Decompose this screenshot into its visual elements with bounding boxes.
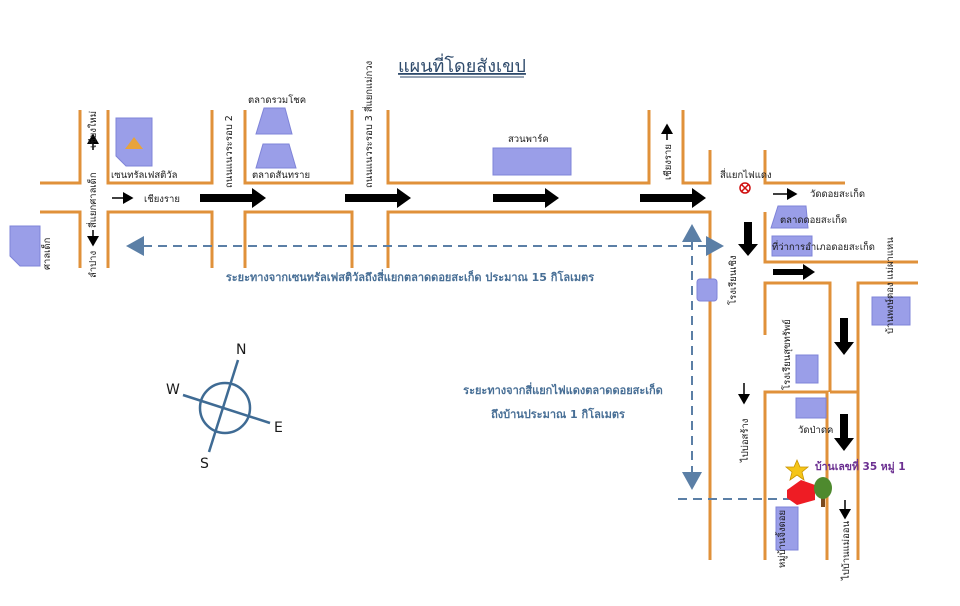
label-traffic-light-junction: สี่แยกไฟแดง — [720, 168, 772, 181]
thin-arrows — [87, 123, 851, 520]
label-wat-doi-saket: วัดดอยสะเก็ด — [810, 187, 865, 200]
arrow-right-icon — [640, 188, 706, 208]
label-ring-road-3: ถนนแนวระรอบ 3 สี่แยกแม่กวง — [362, 61, 375, 188]
compass-north: N — [236, 342, 246, 358]
label-talat-san-sai: ตลาดสันทราย — [252, 170, 310, 181]
label-lampang: ลำปาง — [88, 251, 99, 278]
arrow-down-icon — [738, 222, 758, 256]
house-icon — [787, 480, 815, 505]
distance-local-line1: ระยะทางจากสี่แยกไฟแดงตลาดดอยสะเก็ด — [463, 382, 663, 397]
compass-south: S — [200, 456, 209, 472]
label-school: โรงเรียนสุขทรัพย์ — [781, 319, 793, 390]
label-chiang-rai-road: เชียงราย — [144, 193, 180, 205]
map-title: แผนที่โดยสังเขป — [398, 53, 526, 77]
distance-lines — [126, 224, 792, 500]
arrow-right-icon — [493, 188, 559, 208]
label-amphoe-office: ที่ว่าการอำเภอดอยสะเก็ด — [772, 240, 875, 253]
suan-park-building — [492, 147, 572, 176]
talat-ruam-chok-building — [255, 107, 293, 135]
talat-san-sai-building — [255, 143, 297, 169]
label-central-festival: เซนทรัลเฟสติวัล — [111, 170, 178, 181]
label-ring-road-2: ถนนแนวระรอบ 2 — [224, 115, 235, 188]
tree-icon — [814, 477, 832, 507]
label-village: หมู่บ้านจิ้งดอย — [775, 510, 788, 568]
village-building — [775, 506, 799, 551]
amphoe-office-building — [771, 235, 813, 257]
label-rong-chueng: โรงเรียนเชิง — [727, 255, 739, 305]
label-intersection-san-kaeo: สี่แยกศาลเด็ก — [86, 172, 99, 228]
wat-pa-ko-building — [795, 397, 827, 419]
compass-icon — [182, 359, 271, 453]
star-icon — [784, 458, 810, 481]
compass-east: E — [274, 420, 283, 436]
arrow-right-icon — [345, 188, 411, 208]
label-right-building: บ้านพงษ์ตอง แม่ผาแหน — [884, 237, 896, 334]
arrow-down-icon — [834, 318, 854, 355]
right-building — [871, 296, 911, 326]
label-talat-ruam-chok: ตลาดรวมโชค — [248, 94, 306, 106]
distance-main-text: ระยะทางจากเซนทรัลเฟสติวัลถึงสี่แยกตลาดดอ… — [226, 269, 594, 284]
triangle-marker-icon — [125, 137, 143, 149]
destination-label: บ้านเลขที่ 35 หมู่ 1 — [815, 458, 906, 474]
label-sanlek: ศาลเด็ก — [40, 237, 53, 270]
label-chiang-mai: เชียงใหม่ — [87, 111, 99, 148]
label-suan-park: สวนพาร์ค — [508, 133, 549, 145]
label-talat-doi-saket: ตลาดดอยสะเก็ด — [780, 213, 847, 226]
traffic-light-icon — [739, 182, 751, 194]
label-to-bo-sang: ไปบ่อสร้าง — [739, 419, 751, 463]
talat-doi-saket-building — [770, 205, 809, 229]
arrow-down-icon — [834, 414, 854, 451]
school-building — [795, 354, 819, 384]
label-chiang-rai-north: เชียงราย — [662, 144, 674, 180]
label-to-mae-on: ไปบ้านแม่ออน — [840, 521, 852, 581]
compass-west: W — [166, 382, 180, 398]
sanlek-building — [9, 225, 41, 267]
central-festival-building — [115, 117, 153, 167]
arrow-right-icon — [200, 188, 266, 208]
label-wat-pa-ko: วัดป่าดค — [798, 425, 833, 436]
rong-chueng-building — [696, 278, 718, 302]
arrow-right-icon — [773, 264, 815, 280]
distance-local-line2: ถึงบ้านประมาณ 1 กิโลเมตร — [491, 407, 625, 421]
direction-arrows — [200, 188, 854, 451]
